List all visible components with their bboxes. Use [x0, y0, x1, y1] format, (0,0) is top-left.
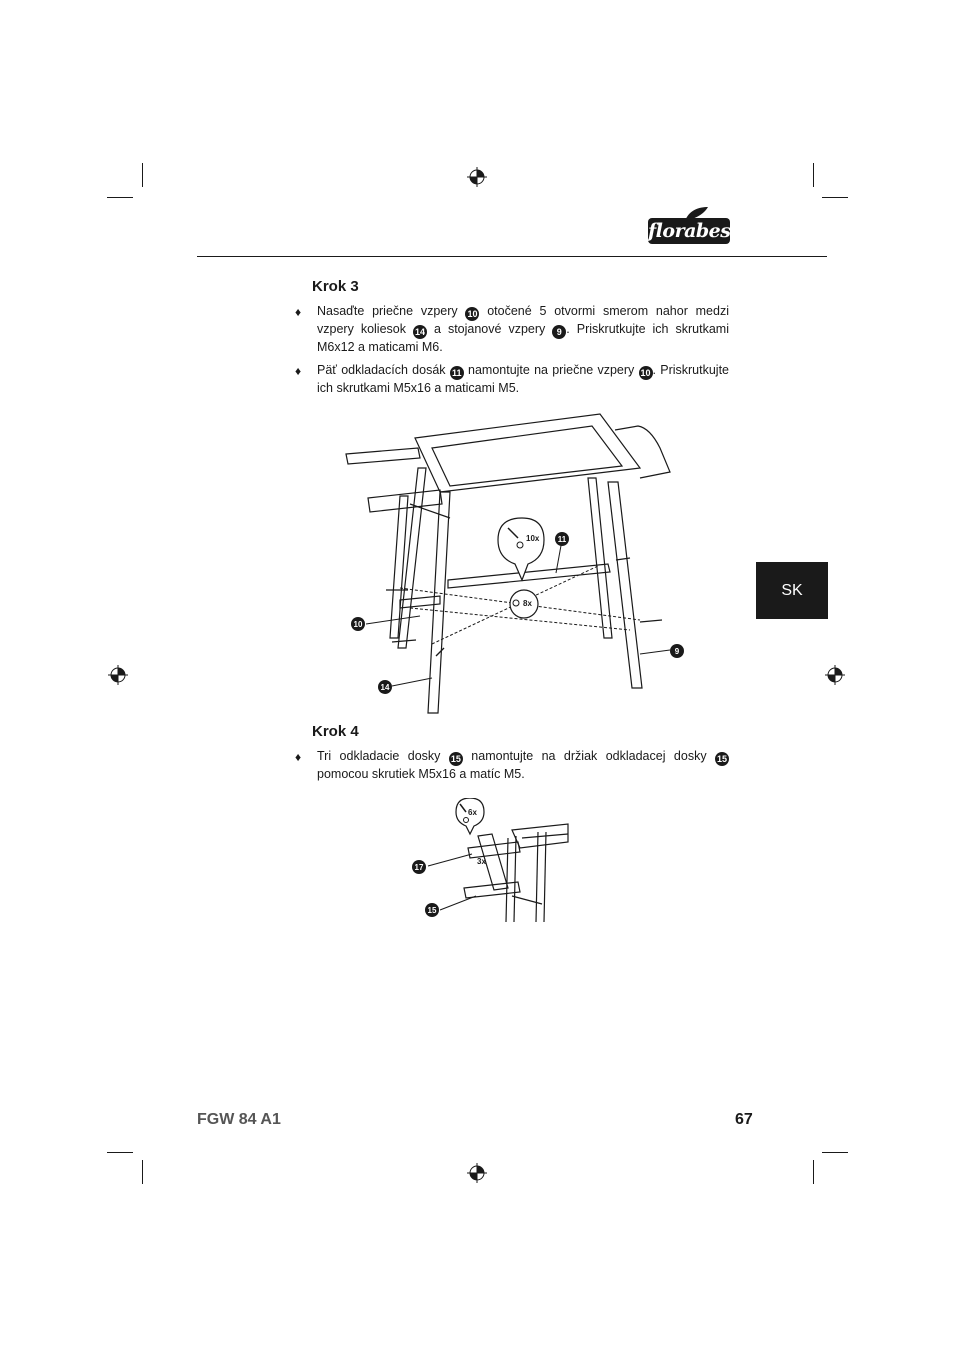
footer-model: FGW 84 A1 [197, 1111, 281, 1128]
svg-text:15: 15 [428, 906, 437, 915]
nut-icon [516, 541, 524, 549]
bullet-icon: ♦ [295, 364, 302, 378]
registration-mark-icon [825, 665, 845, 685]
leaf-icon [685, 207, 708, 221]
cross-brace-top [447, 563, 611, 589]
registration-mark-icon [467, 167, 487, 187]
callout-bubble [497, 517, 545, 582]
ref-badge: 14 [412, 325, 427, 339]
tray-inner [431, 425, 624, 487]
tray-right-handle [614, 425, 671, 479]
svg-text:14: 14 [381, 683, 390, 692]
header-rule [197, 256, 827, 257]
step3-heading: Krok 3 [312, 278, 359, 295]
cross-brace-lower [399, 595, 441, 609]
svg-text:11: 11 [558, 535, 567, 544]
leg [543, 831, 547, 922]
ref-badge: 15 [425, 903, 439, 917]
step4-heading: Krok 4 [312, 723, 359, 740]
ref-badge: 11 [555, 532, 569, 546]
leg [505, 837, 509, 922]
step4-assembly-figure: 6x 3x 17 15 [412, 798, 569, 922]
ref-badge: 11 [449, 366, 464, 380]
page-number: 67 [735, 1111, 753, 1128]
svg-text:17: 17 [415, 863, 424, 872]
language-tab: SK [756, 562, 828, 619]
handle-rod [511, 895, 543, 905]
side-bar [367, 489, 443, 513]
crop-mark [107, 197, 133, 198]
tray-inner [521, 833, 569, 839]
svg-text:9: 9 [675, 647, 680, 656]
leg [513, 835, 517, 922]
callout-screws-count: 10x [526, 534, 540, 543]
ref-badge: 9 [552, 325, 567, 339]
leg [535, 831, 539, 922]
shelf-bracket [467, 841, 521, 859]
leg-mid-left [389, 495, 409, 639]
step3-instruction-1: Nasaďte priečne vzpery 10 otočené 5 otvo… [317, 304, 729, 354]
step3-assembly-figure: 10x 8x 11 10 9 14 [345, 413, 684, 714]
bullet-icon: ♦ [295, 305, 302, 319]
screw-icon [639, 619, 663, 623]
crop-mark [822, 197, 848, 198]
shelf-bracket-lower [463, 881, 521, 899]
ref-badge: 17 [412, 860, 426, 874]
screw-icon [507, 527, 519, 539]
handle-rod [409, 503, 451, 519]
ref-badge: 9 [670, 644, 684, 658]
ref-badge: 10 [465, 307, 480, 321]
brand-logo: florabest [648, 218, 739, 244]
ref-badge: 15 [715, 752, 730, 766]
callout-nuts-count: 8x [523, 599, 532, 608]
ref-badge: 14 [378, 680, 392, 694]
leg-back-left [397, 467, 427, 649]
callout-screws-count: 6x [468, 808, 477, 817]
crop-mark [822, 1152, 848, 1153]
screw-icon [459, 803, 467, 813]
nut-icon [463, 817, 469, 823]
svg-text:10: 10 [354, 620, 363, 629]
ref-badge: 10 [638, 366, 653, 380]
crop-mark [107, 1152, 133, 1153]
step3-instruction-2: Päť odkladacích dosák 11 namontujte na p… [317, 363, 729, 395]
callout-count: 3x [477, 857, 486, 866]
ref-badge: 10 [351, 617, 365, 631]
bullet-icon: ♦ [295, 750, 302, 764]
leg-front-right [607, 481, 643, 689]
crop-mark [142, 1160, 143, 1184]
crop-mark [813, 163, 814, 187]
tray-outline [414, 413, 642, 493]
registration-mark-icon [108, 665, 128, 685]
screw-icon [391, 639, 417, 643]
crop-mark [813, 1160, 814, 1184]
registration-mark-icon [467, 1163, 487, 1183]
nut-icon [512, 599, 520, 607]
screw-icon [615, 557, 631, 561]
leg-back-right [587, 477, 613, 639]
tray-left-bar [345, 447, 421, 465]
step4-instruction-1: Tri odkladacie dosky 15 namontujte na dr… [317, 749, 730, 781]
callout-circle [509, 589, 539, 619]
shelf-board [477, 833, 509, 891]
crop-mark [142, 163, 143, 187]
screw-icon [435, 647, 445, 657]
leg-front-left [427, 491, 451, 714]
ref-badge: 15 [448, 752, 463, 766]
